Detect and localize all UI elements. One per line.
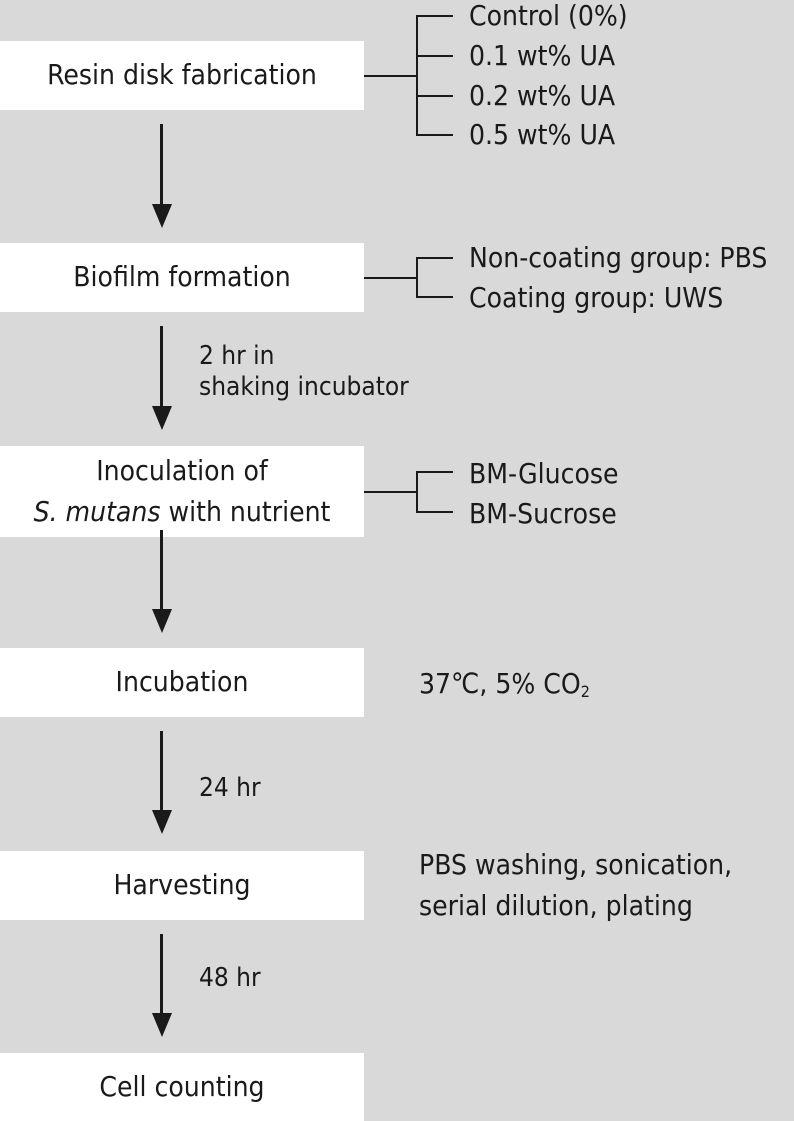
biofilm-option: Coating group: UWS	[469, 281, 724, 314]
step-resin-disk-fabrication: Resin disk fabrication	[0, 41, 364, 110]
resin-option: 0.2 wt% UA	[469, 79, 616, 112]
bracket-tick	[416, 95, 453, 97]
step-inoculation: Inoculation of S. mutans with nutrient	[0, 446, 364, 537]
bracket-tick	[416, 471, 453, 473]
harvest-note-line: serial dilution, plating	[419, 889, 693, 922]
incubation-conditions-text: 37℃, 5% CO	[419, 667, 581, 700]
step-cell-counting: Cell counting	[0, 1053, 364, 1121]
bracket-spine	[416, 257, 418, 298]
resin-option: 0.5 wt% UA	[469, 118, 616, 151]
step-harvesting: Harvesting	[0, 851, 364, 920]
bracket-connector	[364, 491, 418, 493]
flow-arrow	[152, 124, 172, 228]
inoculation-option: BM-Sucrose	[469, 497, 617, 530]
coating-condition-label: 2 hr in shaking incubator	[199, 341, 409, 402]
step-incubation: Incubation	[0, 648, 364, 717]
biofilm-option: Non-coating group: PBS	[469, 241, 768, 274]
step-biofilm-formation: Biofilm formation	[0, 243, 364, 312]
plating-time-label: 48 hr	[199, 963, 261, 993]
resin-option: Control (0%)	[469, 0, 628, 32]
incubation-time-label: 24 hr	[199, 773, 261, 803]
flow-arrow	[152, 530, 172, 633]
coating-condition-line1: 2 hr in	[199, 341, 275, 371]
bracket-tick	[416, 511, 453, 513]
resin-option: 0.1 wt% UA	[469, 39, 616, 72]
harvest-note-line: PBS washing, sonication,	[419, 848, 733, 881]
step-label: Cell counting	[99, 1069, 265, 1103]
step-label: Incubation	[115, 665, 249, 699]
bracket-connector	[364, 75, 418, 77]
bracket-tick	[416, 15, 453, 17]
step-label: Biofilm formation	[73, 260, 291, 294]
bracket-tick	[416, 134, 453, 136]
co2-subscript: 2	[580, 682, 590, 701]
step-label-line2: S. mutans with nutrient	[34, 492, 331, 533]
incubation-conditions: 37℃, 5% CO2	[419, 663, 590, 712]
bracket-tick	[416, 296, 453, 298]
step-label-line1: Inoculation of	[96, 453, 268, 487]
bracket-tick	[416, 55, 453, 57]
flow-arrow	[152, 326, 172, 430]
inoculation-option: BM-Glucose	[469, 457, 619, 490]
step-label: Harvesting	[113, 868, 251, 902]
bracket-spine	[416, 471, 418, 513]
flow-arrow	[152, 934, 172, 1037]
bracket-connector	[364, 277, 418, 279]
species-name: S. mutans	[33, 494, 161, 528]
flow-arrow	[152, 731, 172, 834]
harvest-notes: PBS washing, sonication, serial dilution…	[419, 844, 732, 926]
coating-condition-line2: shaking incubator	[199, 371, 409, 402]
step-label-line2-rest: with nutrient	[160, 494, 331, 528]
bracket-tick	[416, 257, 453, 259]
step-label: Resin disk fabrication	[47, 58, 317, 92]
bracket-spine	[416, 15, 418, 136]
